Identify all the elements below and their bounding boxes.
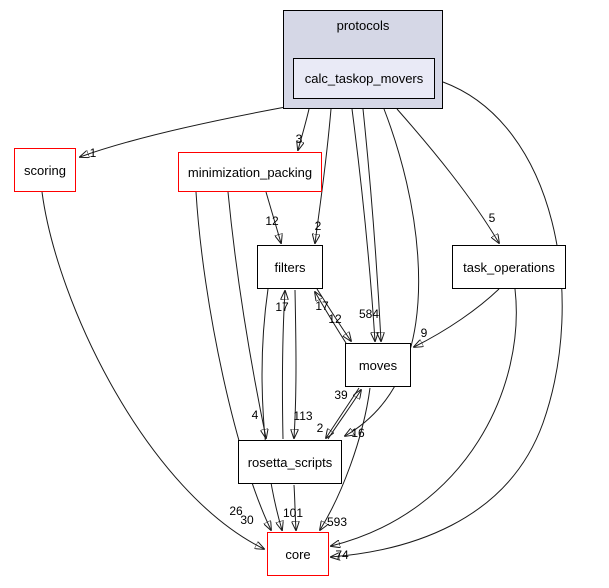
edge-arrow [80, 105, 292, 157]
node-core[interactable]: core [267, 532, 329, 576]
edge-count-label: 39 [334, 388, 348, 402]
edge-count-label: 1 [89, 146, 97, 160]
cluster-protocols: protocols calc_taskop_movers [283, 10, 443, 109]
edge-count-label: 593 [326, 515, 348, 529]
edge-count-label: 3 [295, 132, 303, 146]
edge-arrow [396, 108, 499, 243]
edge-count-label: 12 [328, 312, 342, 326]
node-rosetta-scripts[interactable]: rosetta_scripts [238, 440, 342, 484]
edge-count-label: 9 [420, 326, 428, 340]
edge-count-label: 17 [275, 300, 289, 314]
edge-count-label: 30 [240, 513, 254, 527]
edge-count-label: 16 [351, 426, 365, 440]
edge-count-label: 26 [229, 504, 243, 518]
edge-count-label: 5 [488, 211, 496, 225]
edge-count-label: 101 [282, 506, 304, 520]
edge-arrow [227, 191, 266, 438]
edge-arrow [261, 288, 282, 530]
edge-count-label: 4 [251, 408, 259, 422]
edge-count-label: 113 [293, 409, 313, 423]
edge-count-label: 584 [358, 307, 380, 321]
edge-count-label: 17 [315, 299, 329, 313]
node-task-operations[interactable]: task_operations [452, 245, 566, 289]
edge-count-label: 74 [335, 548, 349, 562]
edge-arrow [41, 191, 264, 549]
edge-count-label: 2 [316, 421, 324, 435]
edge-count-label: 12 [265, 214, 279, 228]
cluster-protocols-label[interactable]: protocols [336, 18, 390, 33]
node-calc-taskop-movers: calc_taskop_movers [293, 58, 435, 99]
node-scoring[interactable]: scoring [14, 148, 76, 192]
node-moves[interactable]: moves [345, 343, 411, 387]
node-minimization-packing[interactable]: minimization_packing [178, 152, 322, 192]
edge-count-label: 2 [314, 219, 322, 233]
node-filters[interactable]: filters [257, 245, 323, 289]
